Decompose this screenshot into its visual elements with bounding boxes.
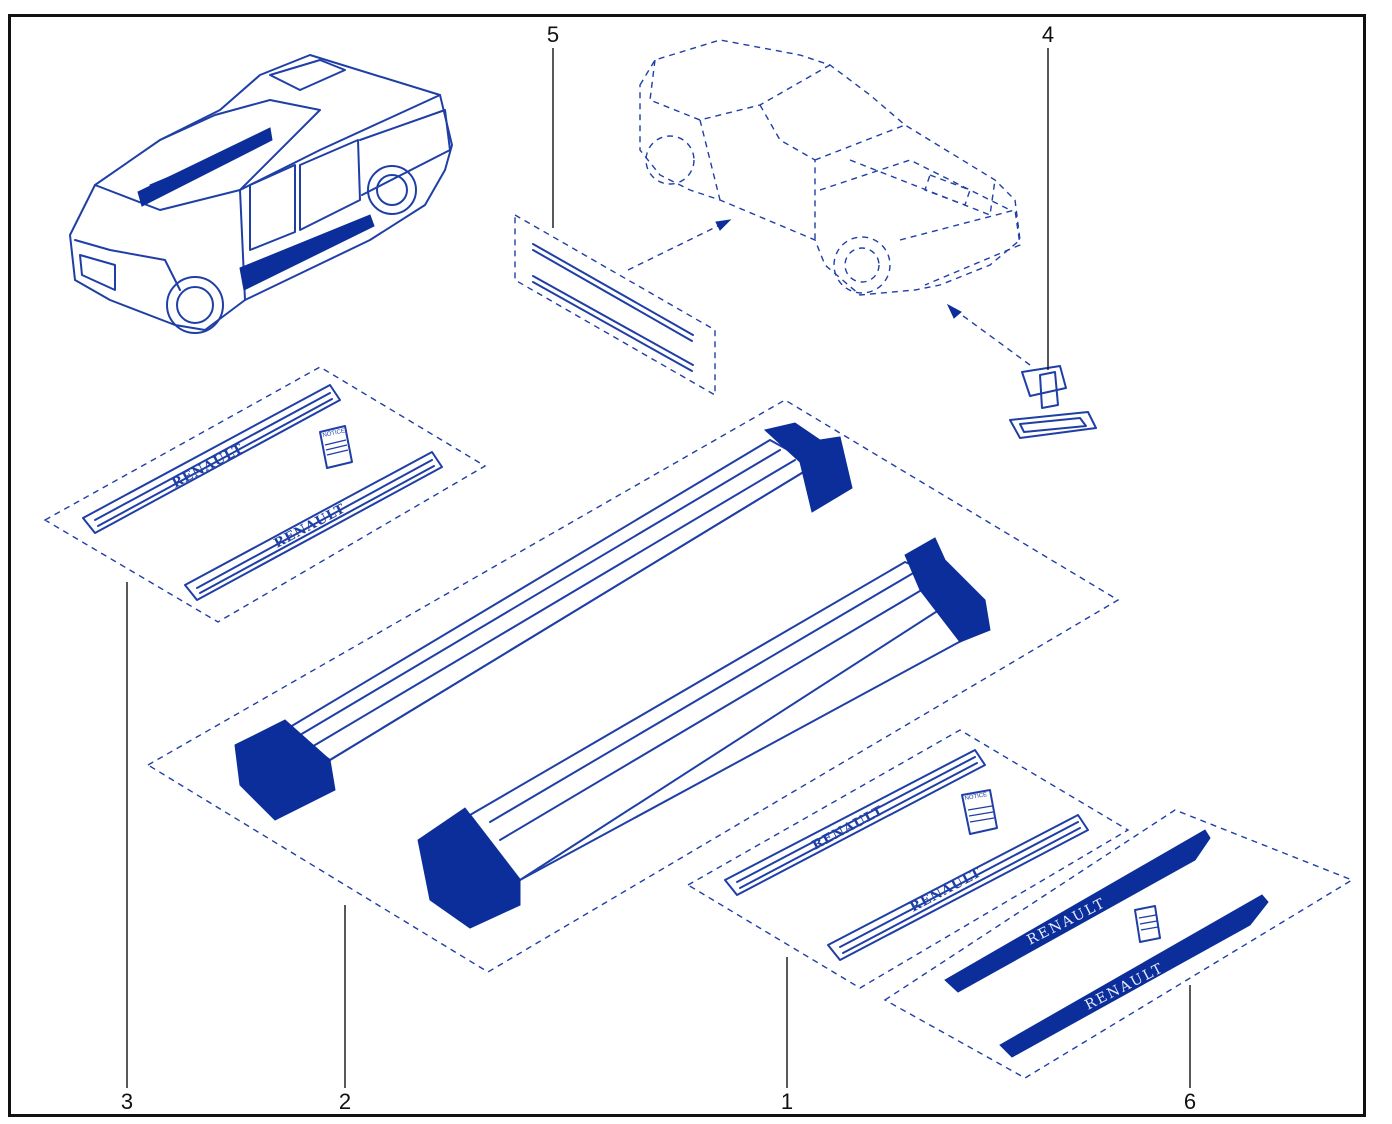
callout-1: 1 bbox=[780, 1089, 794, 1114]
item-5-door-strips bbox=[514, 213, 716, 397]
sill-plate-logo-3a: RENAULT bbox=[170, 441, 247, 491]
notice-leaflet-3: NOTICE bbox=[322, 428, 345, 439]
callout-3: 3 bbox=[120, 1089, 134, 1114]
pickup-truck-illustration bbox=[69, 54, 453, 334]
install-arrows bbox=[627, 219, 1031, 366]
callout-4: 4 bbox=[1041, 22, 1055, 47]
callout-leaders bbox=[126, 48, 1191, 1088]
item-6-illuminated-sills: RENAULT RENAULT bbox=[883, 809, 1354, 1079]
illuminated-logo-6b: RENAULT bbox=[1083, 960, 1167, 1013]
item-1-sill-plates: RENAULT RENAULT NOTICE bbox=[686, 729, 1130, 989]
illuminated-logo-6a: RENAULT bbox=[1025, 895, 1109, 948]
diagram-frame bbox=[8, 14, 1366, 1117]
item-4-tow-step bbox=[1009, 365, 1097, 439]
callout-6: 6 bbox=[1183, 1089, 1197, 1114]
callout-5: 5 bbox=[546, 22, 560, 47]
sill-plate-logo-3b: RENAULT bbox=[272, 501, 349, 551]
notice-leaflet-1: NOTICE bbox=[964, 792, 987, 802]
item-2-running-boards bbox=[146, 399, 1120, 973]
pickup-truck-dashed-outline bbox=[639, 39, 1021, 296]
item-3-sill-plates: RENAULT RENAULT NOTICE bbox=[43, 366, 487, 623]
callout-2: 2 bbox=[338, 1089, 352, 1114]
sill-plate-logo-1a: RENAULT bbox=[810, 803, 887, 853]
